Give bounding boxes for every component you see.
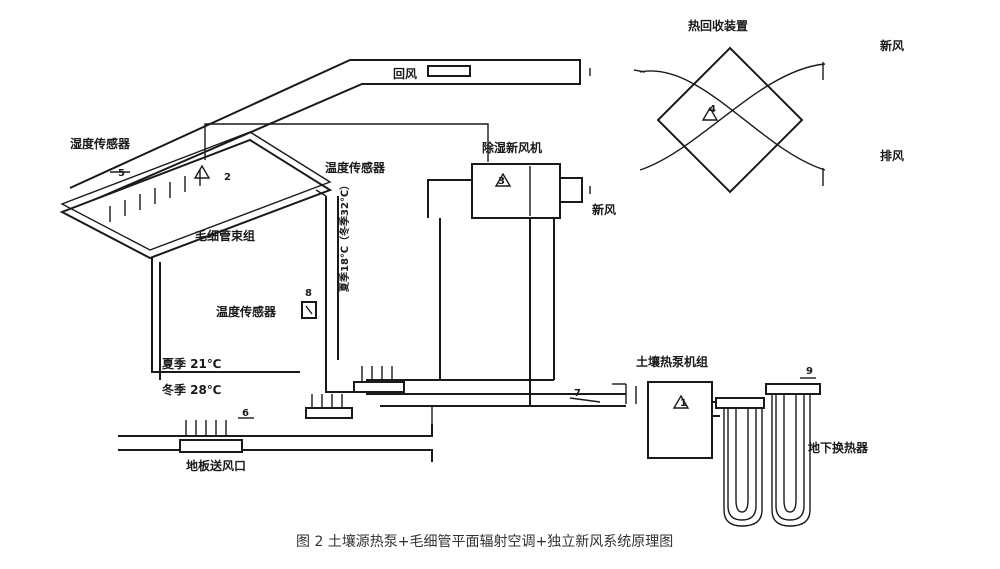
ground-source-heat-pump-unit — [612, 381, 713, 459]
number-1: 1 — [680, 398, 687, 409]
floor-outlet-label: 地板送风口 — [186, 458, 246, 473]
fresh-air-top-label: 新风 — [880, 38, 904, 53]
summer-temp-label: 夏季 21℃ — [162, 356, 221, 371]
vertical-temp-text: 夏季18℃（冬季32℃） — [338, 180, 351, 293]
manifold-lower — [305, 394, 353, 419]
number-2: 2 — [224, 172, 231, 183]
number-9: 9 — [806, 366, 813, 377]
winter-temp-label: 冬季 28℃ — [162, 382, 221, 397]
dehumidifying-fresh-air-unit — [471, 163, 591, 219]
capillary-panel — [59, 131, 333, 260]
return-air-duct — [69, 59, 646, 207]
number-7: 7 — [574, 388, 581, 399]
supply-return-piping — [151, 179, 626, 407]
number-6: 6 — [242, 408, 249, 419]
temp-sensor-top-label: 温度传感器 — [325, 160, 386, 175]
floor-supply-duct — [118, 406, 433, 462]
exhaust-label: 排风 — [880, 148, 904, 163]
figure-caption: 图 2 土壤源热泵+毛细管平面辐射空调+独立新风系统原理图 — [296, 533, 673, 550]
heat-recovery-device — [639, 46, 826, 194]
number-8: 8 — [305, 288, 312, 299]
dehumid-unit-label: 除湿新风机 — [482, 140, 542, 155]
number-4: 4 — [709, 104, 716, 115]
capillary-label: 毛细管束组 — [195, 228, 255, 243]
number-3: 3 — [498, 176, 505, 187]
temp-sensor-mid-label: 温度传感器 — [216, 304, 277, 319]
humidity-sensor-signal-line — [204, 123, 489, 162]
humidity-sensor-label: 湿度传感器 — [70, 136, 131, 151]
number-5: 5 — [118, 168, 125, 179]
underground-label: 地下换热器 — [808, 440, 869, 455]
manifold-upper — [353, 366, 405, 393]
return-air-label: 回风 — [393, 67, 417, 81]
heat-recovery-label: 热回收装置 — [688, 18, 748, 33]
sensor-marks — [110, 150, 327, 197]
heat-pump-label: 土壤热泵机组 — [636, 354, 708, 369]
fresh-air-unit-label: 新风 — [592, 202, 616, 217]
temperature-sensor-mid — [301, 301, 317, 319]
underground-heat-exchanger — [712, 377, 821, 527]
